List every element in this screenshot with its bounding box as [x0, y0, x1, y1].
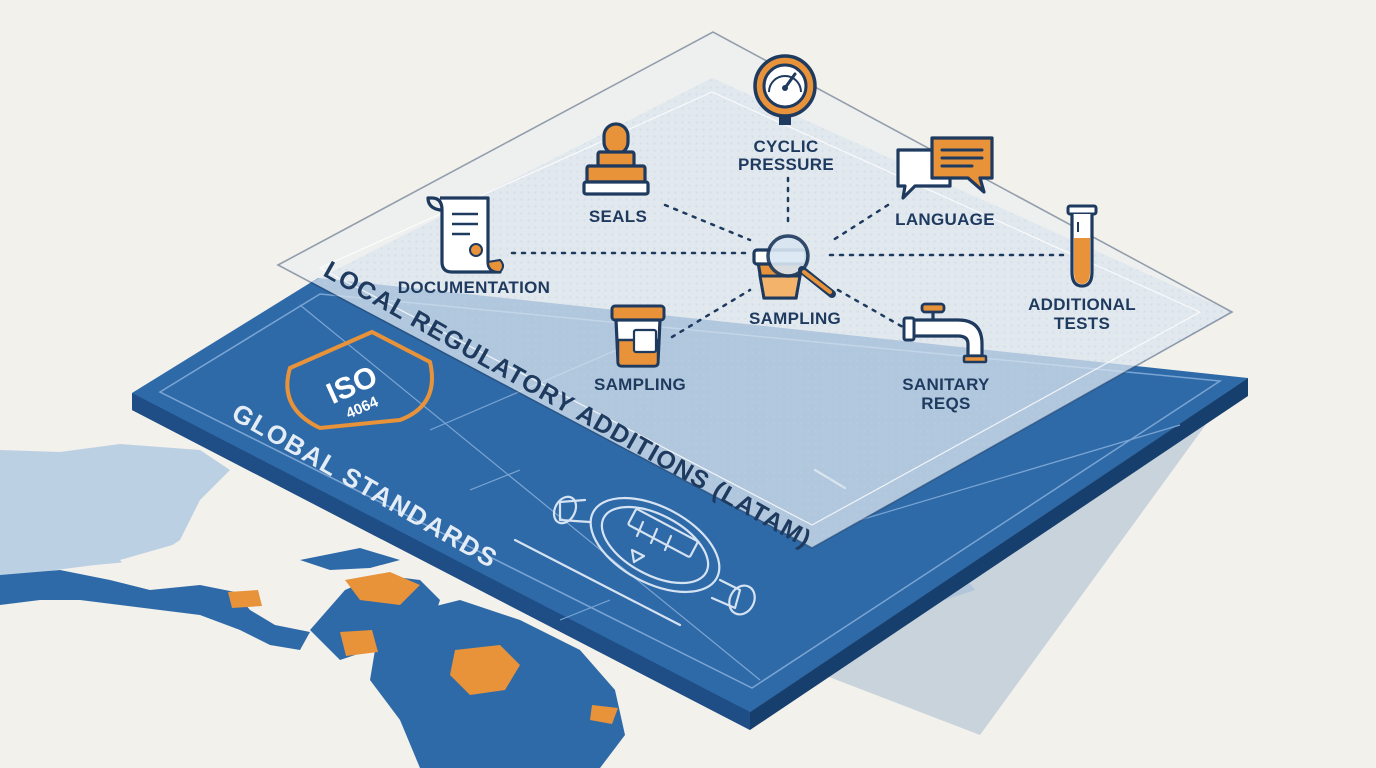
connector-language — [828, 203, 890, 244]
blueprint-line — [299, 304, 761, 681]
sampling-label: SAMPLING — [594, 375, 686, 394]
sanitary-label-line1: SANITARY — [902, 375, 990, 394]
bottom-plate-edge-front — [132, 393, 750, 730]
sanitary-label-line2: REQS — [921, 394, 970, 413]
cyclic-label-line1: CYCLIC — [753, 137, 818, 156]
glass-plate-inner — [318, 91, 1202, 526]
latam-map — [0, 444, 975, 768]
test-tube-icon — [1066, 204, 1098, 288]
map-highlight-2 — [228, 590, 262, 608]
additional-label-line2: TESTS — [1054, 314, 1110, 333]
map-highlight-5 — [590, 705, 618, 724]
map-highlight-4 — [340, 630, 378, 656]
stamp-icon — [582, 122, 650, 196]
pressure-gauge-icon — [753, 54, 817, 125]
glass-plate-halftone — [312, 78, 1232, 548]
blueprint-line — [559, 599, 611, 621]
global-standards-plate: ISO 4064 GLOBAL STANDARDS — [132, 278, 1248, 730]
water-faucet-icon — [902, 302, 988, 364]
sample-jar-icon — [610, 304, 666, 368]
map-caribbean — [300, 548, 400, 570]
seals-label: SEALS — [589, 207, 647, 226]
map-highlight-3 — [450, 645, 520, 695]
map-north-america — [0, 444, 230, 580]
documentation-label: DOCUMENTATION — [398, 278, 550, 297]
additional-label-line1: ADDITIONAL — [1028, 295, 1136, 314]
map-gulf — [120, 540, 260, 595]
map-highlight-1 — [345, 572, 420, 605]
magnifier-jar-icon — [752, 234, 836, 300]
glass-plate-top — [276, 31, 1234, 549]
shield-icon — [285, 329, 434, 431]
cyclic-label-line2: PRESSURE — [738, 155, 834, 174]
speech-bubbles-icon — [896, 136, 994, 200]
map-mexico — [0, 570, 310, 650]
bottom-plate-edge-right — [750, 378, 1248, 730]
iso-badge: ISO 4064 — [285, 329, 434, 431]
scroll-document-icon — [426, 196, 504, 274]
blueprint-line — [859, 424, 1181, 521]
connectors — [510, 176, 1067, 339]
bottom-plate-border — [158, 293, 1223, 689]
language-label: LANGUAGE — [895, 210, 995, 229]
blueprint-line — [469, 469, 521, 491]
center-label: SAMPLING — [749, 309, 841, 328]
connector-sanitary — [836, 288, 910, 332]
